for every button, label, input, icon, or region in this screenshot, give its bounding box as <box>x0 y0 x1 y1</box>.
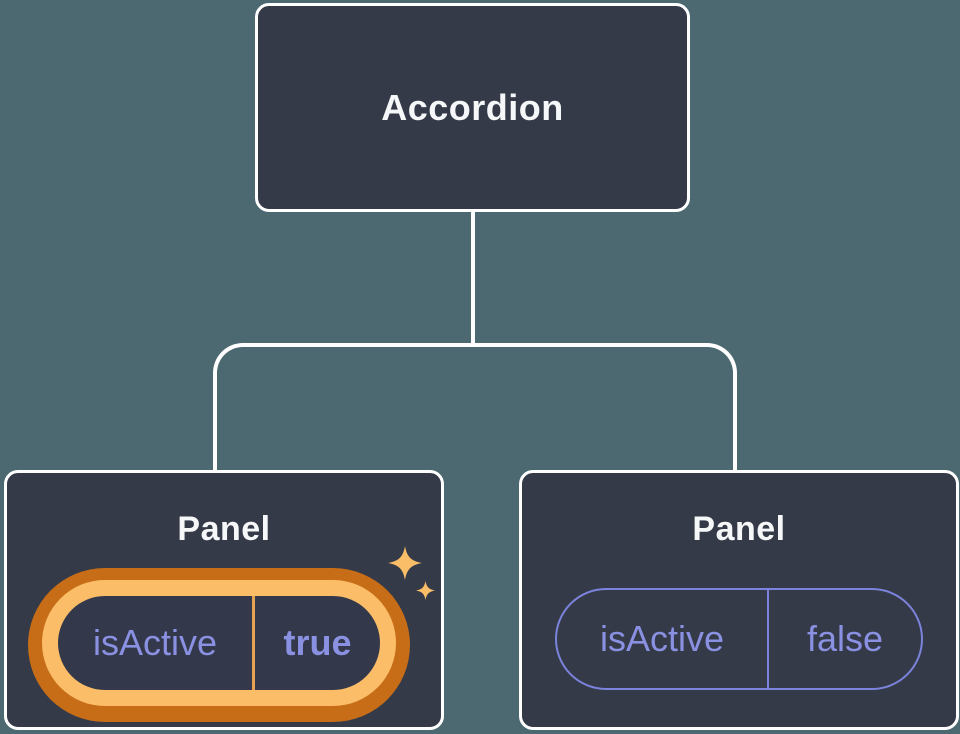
prop-name-label: isActive <box>58 596 255 690</box>
prop-pill-inactive: isActive false <box>555 588 923 690</box>
accordion-node-label: Accordion <box>381 86 564 128</box>
component-node-accordion: Accordion <box>255 3 690 212</box>
prop-pill-active: isActive true <box>58 596 380 690</box>
component-node-panel-active: Panel isActive true <box>4 470 444 730</box>
sparkle-icon-small <box>416 581 435 600</box>
connector-branch-bracket <box>213 343 737 472</box>
prop-name-label: isActive <box>557 590 769 688</box>
component-node-panel-inactive: Panel isActive false <box>519 470 959 730</box>
prop-value-label: true <box>283 622 352 663</box>
panel-node-label: Panel <box>177 510 271 548</box>
prop-value-label: false <box>806 618 884 659</box>
connector-root-stem <box>471 211 475 347</box>
panel-node-label: Panel <box>692 510 786 548</box>
sparkle-icon <box>388 546 422 580</box>
